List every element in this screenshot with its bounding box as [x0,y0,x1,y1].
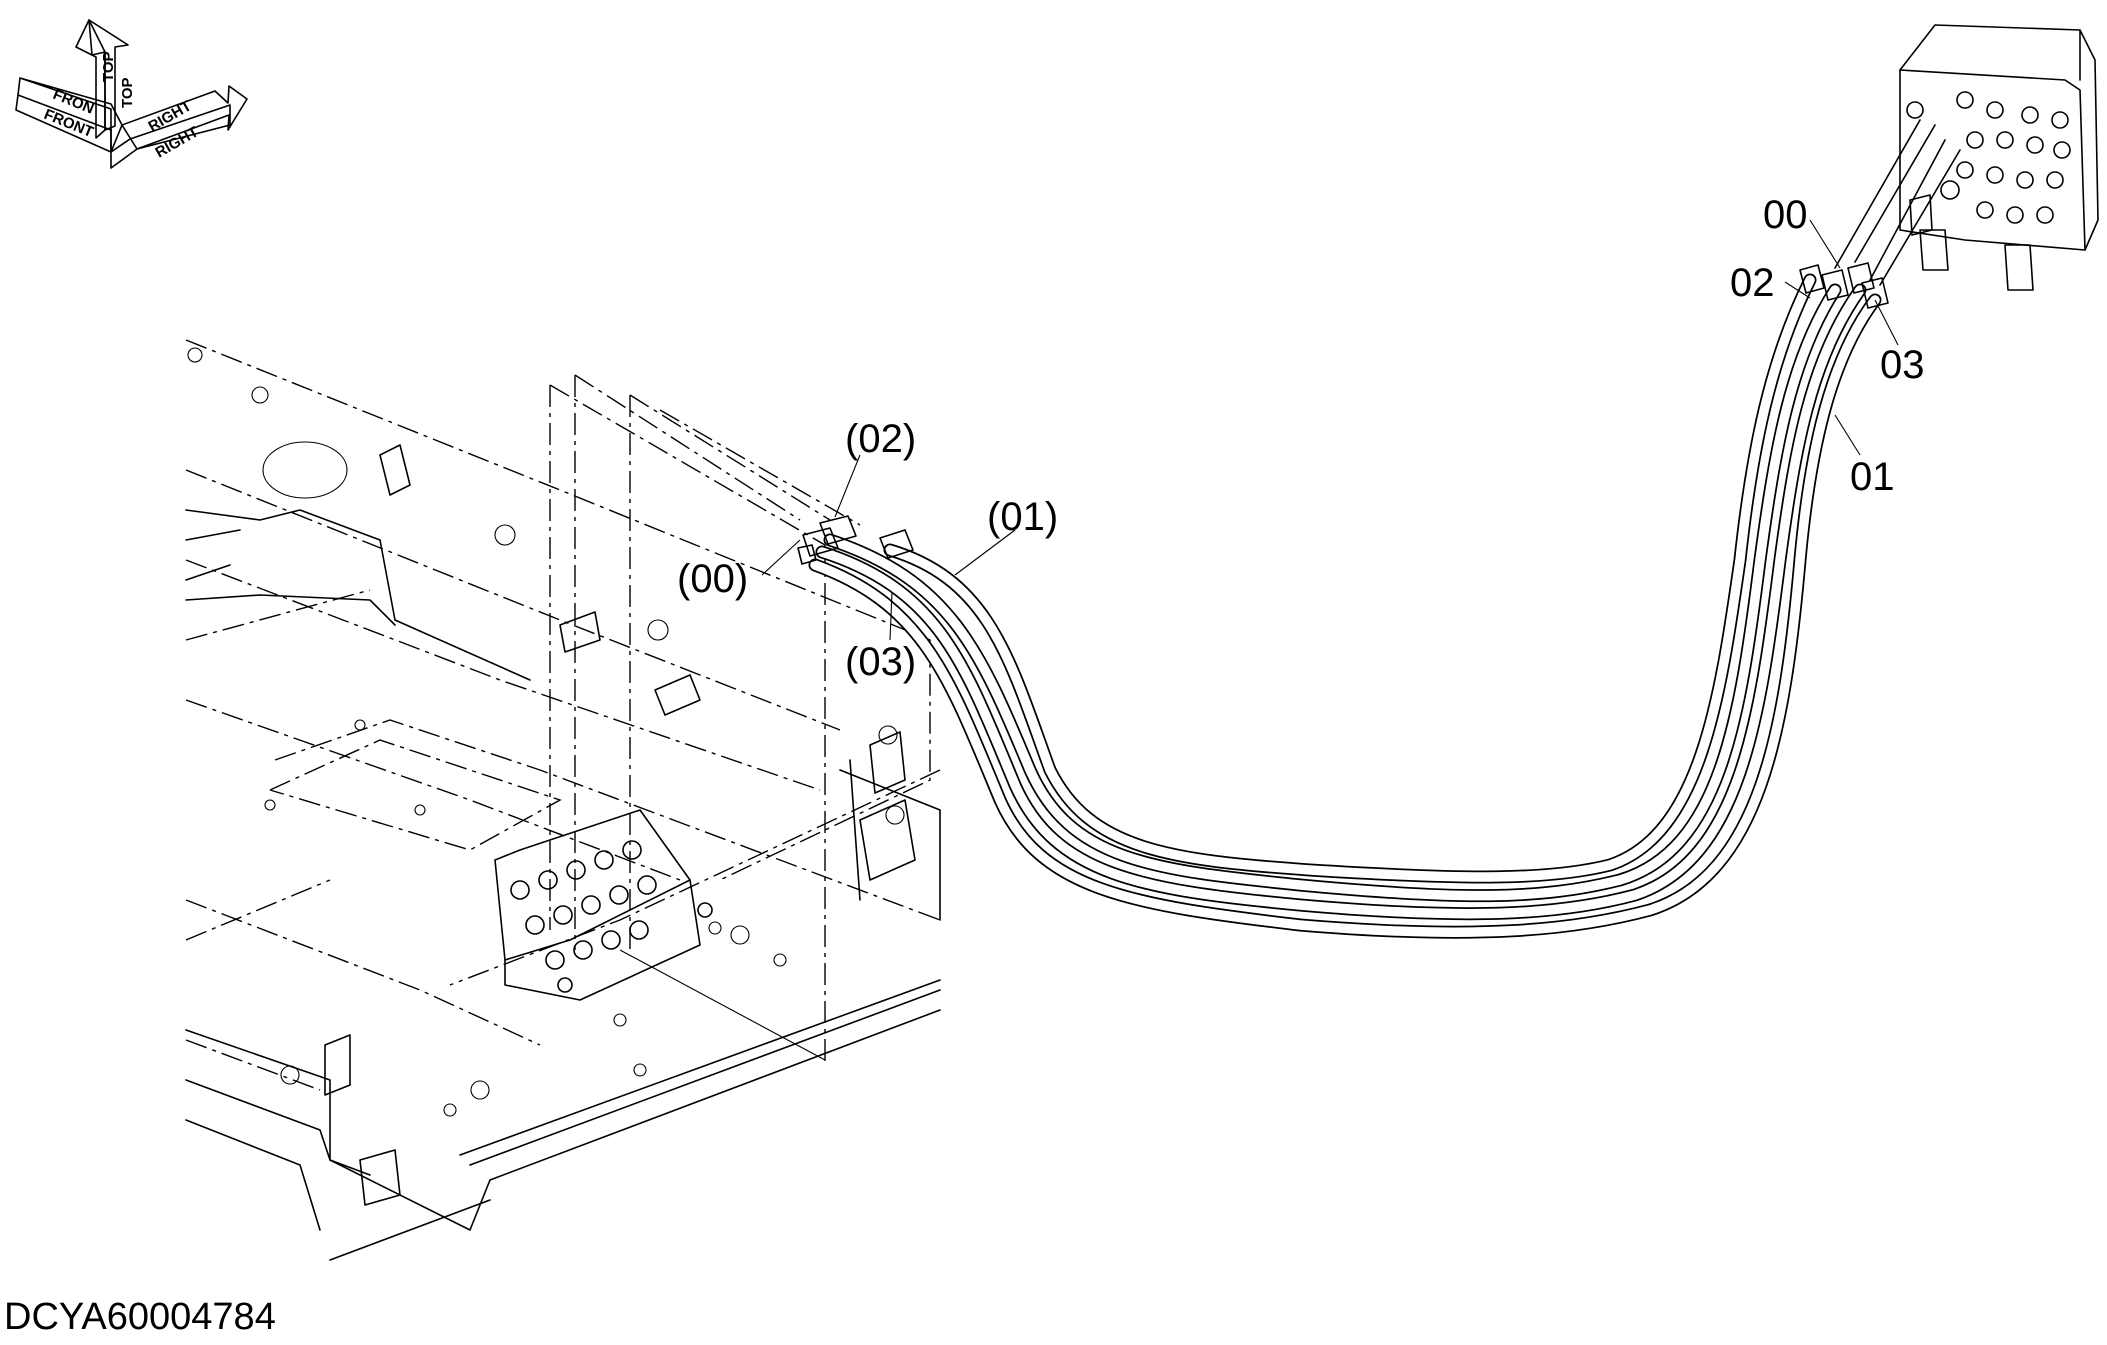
hose-bundle [797,119,1961,939]
callout-left-02: (02) [845,417,916,461]
callout-left-00: (00) [677,557,748,601]
compass-top-cut: TOP [119,77,136,108]
drawing-number: DCYA60004784 [4,1296,276,1338]
callout-left-03: (03) [845,640,916,684]
callout-left-01: (01) [987,495,1058,539]
leader-lines [761,219,1899,641]
callout-right-03: 03 [1880,343,1925,387]
compass-top: TOP [100,51,117,82]
pilot-valve-fittings [494,809,713,1001]
callout-right-00: 00 [1763,193,1808,237]
upper-structure-frame [185,339,941,1261]
pilot-valve-block [1899,24,2099,291]
orientation-compass: FRON FRONT TOP TOP RIGHT RIGHT [15,19,248,169]
callout-right-02: 02 [1730,261,1775,305]
callout-right-01: 01 [1850,455,1895,499]
